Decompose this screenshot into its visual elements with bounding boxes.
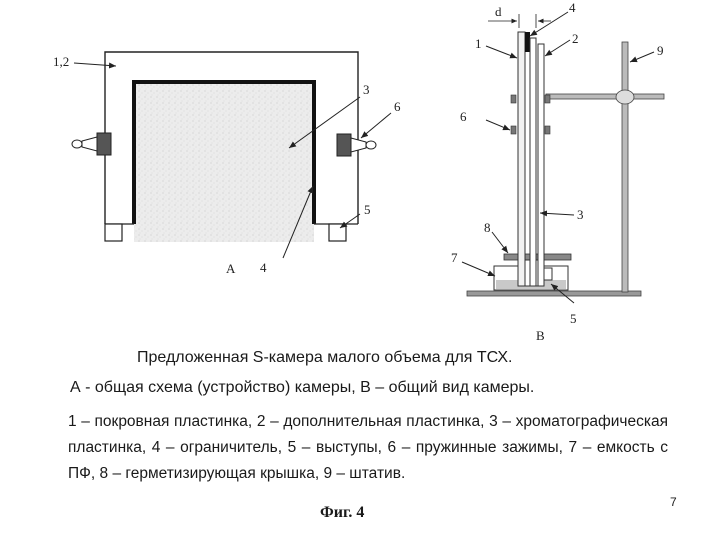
corner-mark: 7 bbox=[670, 495, 677, 509]
b-clamp-low-right bbox=[544, 125, 551, 135]
protrusion-right bbox=[328, 223, 347, 242]
label-b-6: 6 bbox=[460, 109, 467, 124]
label-b-d: d bbox=[495, 4, 502, 19]
chromatographic-plate bbox=[134, 82, 314, 242]
label-a-3: 3 bbox=[363, 82, 370, 97]
label-b-1: 1 bbox=[475, 36, 482, 51]
label-a-4: 4 bbox=[260, 260, 267, 275]
label-a-1-2: 1,2 bbox=[53, 54, 69, 69]
label-b-3: 3 bbox=[577, 207, 584, 222]
spring-clamp-left bbox=[71, 132, 112, 156]
diagram-a: 1,2 3 6 5 4 A bbox=[53, 51, 401, 276]
caption-title: Предложенная S-камера малого объема для … bbox=[137, 349, 513, 366]
b-clamp-top-left bbox=[510, 94, 517, 104]
b-additional-plate bbox=[537, 43, 545, 287]
b-cover-plate bbox=[517, 31, 526, 287]
b-chromatographic-plate bbox=[529, 37, 537, 287]
b-clamp-top-right bbox=[544, 94, 551, 104]
b-clamp-low-left bbox=[510, 125, 517, 135]
spring-clamp-right bbox=[336, 133, 377, 157]
caption-legend: 1 – покровная пластинка, 2 – дополнитель… bbox=[68, 413, 668, 482]
limiter-frame bbox=[132, 80, 316, 224]
diagram-b: d 4 1 2 9 6 3 8 7 5 B bbox=[451, 0, 665, 343]
label-b-2: 2 bbox=[572, 31, 579, 46]
b-limiter bbox=[525, 32, 530, 52]
label-a-6: 6 bbox=[394, 99, 401, 114]
label-b-4: 4 bbox=[569, 0, 576, 15]
protrusion-left bbox=[104, 223, 123, 242]
stand-rod bbox=[621, 41, 629, 293]
figure-number: Фиг. 4 bbox=[320, 504, 365, 521]
label-b-5: 5 bbox=[570, 311, 577, 326]
stand-arm bbox=[545, 93, 665, 100]
base-plate bbox=[466, 290, 642, 297]
label-b-8: 8 bbox=[484, 220, 491, 235]
label-a-A: A bbox=[226, 261, 236, 276]
stand-clamp-knob bbox=[615, 89, 635, 105]
label-a-5: 5 bbox=[364, 202, 371, 217]
label-b-9: 9 bbox=[657, 43, 664, 58]
label-b-7: 7 bbox=[451, 250, 458, 265]
label-b-B: B bbox=[536, 328, 545, 343]
caption-subtitle: А - общая схема (устройство) камеры, В –… bbox=[70, 379, 535, 396]
